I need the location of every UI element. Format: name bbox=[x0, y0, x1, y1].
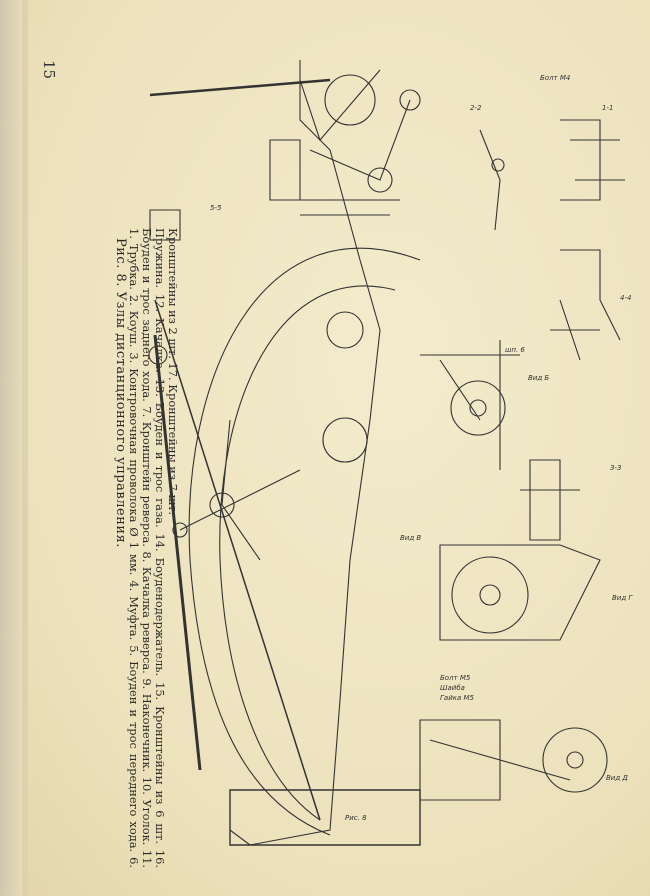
pivot bbox=[209, 492, 235, 518]
detail-2-2-eye bbox=[491, 158, 505, 172]
label-bolt-m4: Болт М4 bbox=[540, 74, 570, 82]
view-d-hub bbox=[566, 751, 584, 769]
label-view-v: Вид В bbox=[400, 534, 421, 542]
hole bbox=[324, 74, 376, 126]
label-washer: Шайба bbox=[440, 684, 465, 692]
label-view-b: Вид Б bbox=[528, 374, 549, 382]
linkage bbox=[299, 69, 411, 181]
label-section-3: 3-3 bbox=[610, 464, 621, 472]
pivot bbox=[148, 345, 168, 365]
label-section-1: 1-1 bbox=[602, 104, 613, 112]
view-v-plate bbox=[439, 544, 601, 641]
figure-caption: Рис. 8. Узлы дистанционного управления. … bbox=[113, 228, 180, 868]
page-edge-inner bbox=[22, 0, 28, 896]
frame-curve-inner bbox=[219, 285, 396, 821]
rod bbox=[153, 334, 202, 771]
detail-4-4 bbox=[550, 249, 621, 361]
view-b-plate bbox=[420, 340, 520, 470]
pivot bbox=[399, 89, 421, 111]
label-section-5: 5-5 bbox=[210, 204, 222, 212]
hole bbox=[326, 311, 364, 349]
label-section-2: 2-2 bbox=[470, 104, 482, 112]
frame-bottom bbox=[229, 789, 421, 846]
view-d-wheel bbox=[542, 727, 608, 793]
view-v-hub bbox=[479, 584, 501, 606]
detail-2-2 bbox=[479, 129, 501, 231]
page-edge bbox=[0, 0, 22, 896]
detail-1-1 bbox=[560, 119, 625, 201]
label-nut: Гайка М5 bbox=[440, 694, 475, 702]
pivot bbox=[367, 167, 393, 193]
label-rivet: шп. 6 bbox=[505, 346, 525, 354]
view-v-wheel bbox=[451, 556, 529, 634]
hole bbox=[322, 417, 368, 463]
detail-3-3 bbox=[520, 459, 580, 541]
view-g-bracket bbox=[419, 719, 571, 801]
label-bolt: Болт М5 bbox=[440, 674, 471, 682]
frame-curve bbox=[188, 247, 421, 836]
pivot bbox=[172, 522, 188, 538]
caption-title: Рис. 8. Узлы дистанционного управления. bbox=[113, 238, 128, 548]
label-view-g: Вид Г bbox=[612, 594, 633, 602]
label-view-d: Вид Д bbox=[606, 774, 628, 782]
page-number: 15 bbox=[40, 60, 58, 80]
lever bbox=[179, 419, 301, 561]
view-b-wheel bbox=[450, 380, 506, 436]
label-section-4: 4-4 bbox=[620, 294, 631, 302]
dim-lines bbox=[270, 199, 400, 216]
label-fig: Рис. 8 bbox=[345, 814, 367, 822]
bracket bbox=[149, 209, 181, 241]
caption-items: 1. Трубка. 2. Коуш. 3. Контровочная пров… bbox=[127, 228, 180, 868]
cable bbox=[154, 299, 321, 821]
bracket bbox=[269, 139, 301, 201]
cable bbox=[149, 78, 331, 97]
view-b-hub bbox=[469, 399, 487, 417]
